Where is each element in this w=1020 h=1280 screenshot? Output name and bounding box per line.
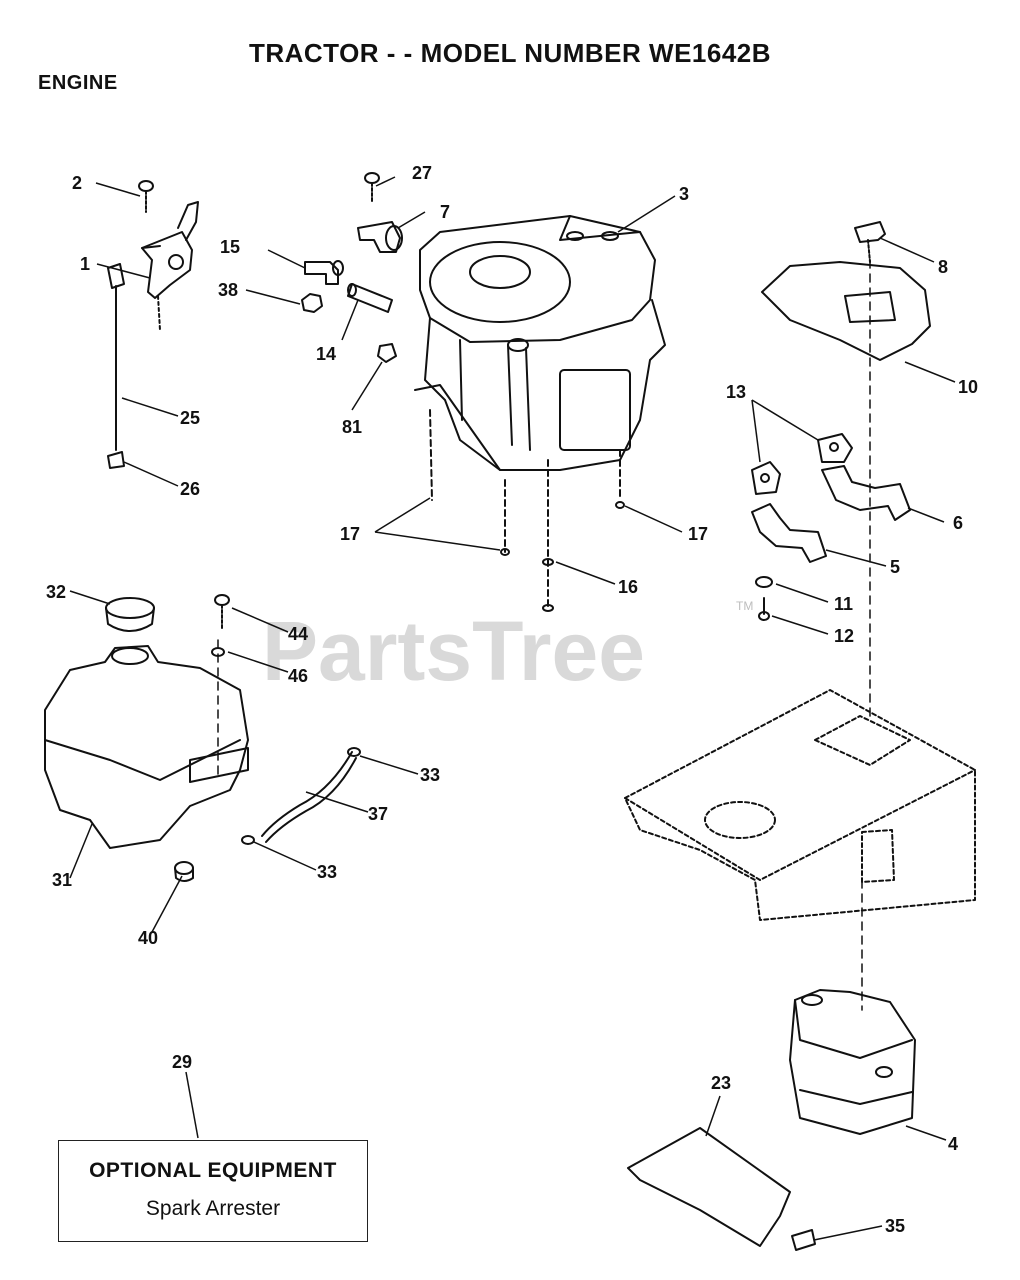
callout-5: 5 bbox=[890, 557, 900, 577]
part-bolt-12 bbox=[758, 597, 770, 621]
part-fuel-line bbox=[241, 747, 361, 845]
part-dipstick bbox=[107, 263, 125, 469]
callout-33-a: 33 bbox=[420, 765, 440, 785]
callout-27: 27 bbox=[412, 163, 432, 183]
part-screw-27 bbox=[364, 172, 380, 203]
callout-37: 37 bbox=[368, 804, 388, 824]
callout-23: 23 bbox=[711, 1073, 731, 1093]
optional-equipment-box: OPTIONAL EQUIPMENT Spark Arrester bbox=[58, 1140, 368, 1242]
part-exhaust-pipe-5 bbox=[751, 503, 827, 563]
callout-10: 10 bbox=[958, 377, 978, 397]
callout-46: 46 bbox=[288, 666, 308, 686]
part-throttle-control bbox=[141, 201, 199, 331]
part-bolts-17 bbox=[429, 409, 625, 556]
part-bolt-35 bbox=[791, 1229, 816, 1251]
part-elbow-fitting bbox=[304, 260, 344, 285]
callout-7: 7 bbox=[440, 202, 450, 222]
callout-15: 15 bbox=[220, 237, 240, 257]
callout-35: 35 bbox=[885, 1216, 905, 1236]
part-engine bbox=[414, 215, 666, 471]
part-heat-shield bbox=[761, 261, 931, 361]
part-screw-44 bbox=[211, 594, 230, 657]
callout-6: 6 bbox=[953, 513, 963, 533]
optional-equipment-title: OPTIONAL EQUIPMENT bbox=[89, 1159, 337, 1182]
part-grommet bbox=[174, 861, 194, 882]
callout-labels: 1 2 3 4 5 6 7 8 10 11 12 13 14 15 16 17 … bbox=[46, 163, 978, 1236]
part-muffler bbox=[789, 989, 916, 1135]
part-fitting-81 bbox=[377, 343, 397, 363]
section-label: ENGINE bbox=[38, 72, 118, 94]
watermark-tm: TM bbox=[736, 599, 753, 613]
callout-16: 16 bbox=[618, 577, 638, 597]
part-washer-11 bbox=[755, 576, 773, 588]
part-nut-38 bbox=[301, 293, 323, 313]
callout-3: 3 bbox=[679, 184, 689, 204]
callout-12: 12 bbox=[834, 626, 854, 646]
callout-38: 38 bbox=[218, 280, 238, 300]
part-exhaust-pipe-6 bbox=[821, 465, 911, 521]
callout-40: 40 bbox=[138, 928, 158, 948]
callout-31: 31 bbox=[52, 870, 72, 890]
part-clamp bbox=[357, 221, 403, 253]
callout-8: 8 bbox=[938, 257, 948, 277]
callout-17-b: 17 bbox=[688, 524, 708, 544]
callout-32: 32 bbox=[46, 582, 66, 602]
watermark: PartsTree bbox=[262, 604, 645, 698]
part-screw-2 bbox=[138, 180, 154, 213]
guide-lines bbox=[217, 259, 871, 1011]
callout-4: 4 bbox=[948, 1134, 958, 1154]
part-washer-16 bbox=[542, 459, 554, 612]
part-muffler-shield bbox=[627, 1127, 791, 1247]
callout-14: 14 bbox=[316, 344, 336, 364]
callout-33-b: 33 bbox=[317, 862, 337, 882]
callout-11: 11 bbox=[834, 594, 853, 614]
part-fuel-tank bbox=[44, 645, 249, 849]
callout-44: 44 bbox=[288, 624, 308, 644]
page-title: TRACTOR - - MODEL NUMBER WE1642B bbox=[248, 38, 772, 68]
callout-13: 13 bbox=[726, 382, 746, 402]
callout-17-a: 17 bbox=[340, 524, 360, 544]
callout-1: 1 bbox=[80, 254, 90, 274]
callout-26: 26 bbox=[180, 479, 200, 499]
part-gaskets bbox=[751, 433, 853, 495]
callout-29: 29 bbox=[172, 1052, 192, 1072]
part-chassis-frame bbox=[624, 689, 976, 921]
callout-25: 25 bbox=[180, 408, 200, 428]
part-hose-14 bbox=[347, 283, 393, 313]
part-knob bbox=[854, 221, 886, 263]
leader-lines bbox=[69, 176, 956, 1241]
callout-2: 2 bbox=[72, 173, 82, 193]
optional-equipment-item: Spark Arrester bbox=[145, 1197, 281, 1220]
callout-81: 81 bbox=[342, 417, 362, 437]
part-fuel-cap bbox=[105, 597, 155, 632]
